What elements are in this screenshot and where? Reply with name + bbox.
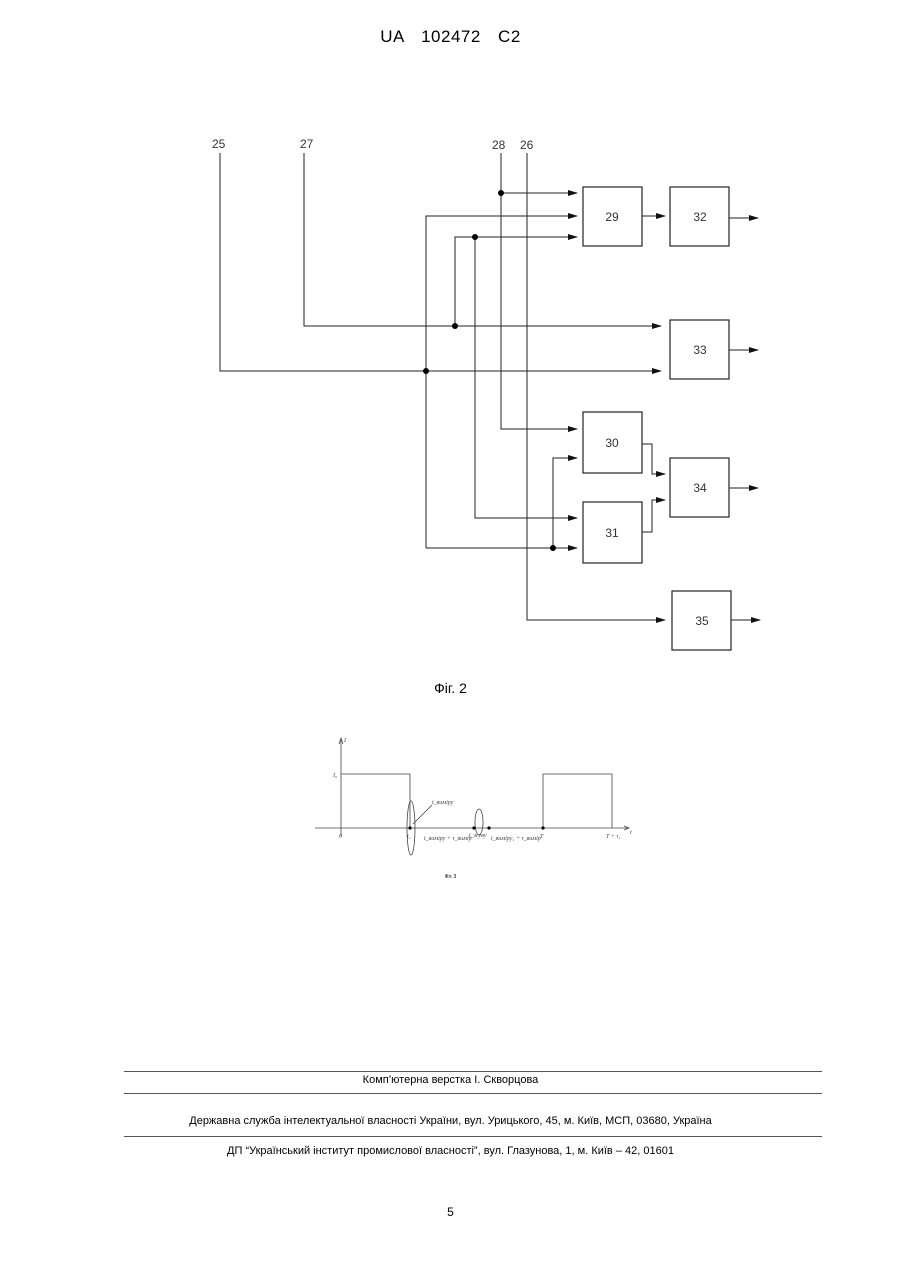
input-label-28: 28 bbox=[492, 138, 506, 152]
footer-institute-address: ДП “Український інститут промислової вла… bbox=[0, 1145, 901, 1157]
footer-office-address: Державна служба інтелектуальної власност… bbox=[0, 1115, 901, 1127]
block-label-31: 31 bbox=[605, 526, 619, 540]
figure3-caption: Фіг. 3 bbox=[0, 874, 901, 880]
block-label-33: 33 bbox=[693, 343, 707, 357]
input-label-27: 27 bbox=[300, 137, 314, 151]
block-label-30: 30 bbox=[605, 436, 619, 450]
footer-rule-3 bbox=[124, 1136, 822, 1137]
footer-typesetter: Комп’ютерна верстка І. Скворцова bbox=[0, 1074, 901, 1086]
input-label-26: 26 bbox=[520, 138, 534, 152]
footer-rule-1 bbox=[124, 1071, 822, 1072]
footer-rule-2 bbox=[124, 1093, 822, 1094]
block-label-29: 29 bbox=[605, 210, 619, 224]
block-label-35: 35 bbox=[695, 614, 709, 628]
page-number: 5 bbox=[0, 1205, 901, 1219]
input-label-25: 25 bbox=[212, 137, 226, 151]
figure2-caption: Фіг. 2 bbox=[0, 680, 901, 696]
block-label-34: 34 bbox=[693, 481, 707, 495]
block-label-32: 32 bbox=[693, 210, 707, 224]
